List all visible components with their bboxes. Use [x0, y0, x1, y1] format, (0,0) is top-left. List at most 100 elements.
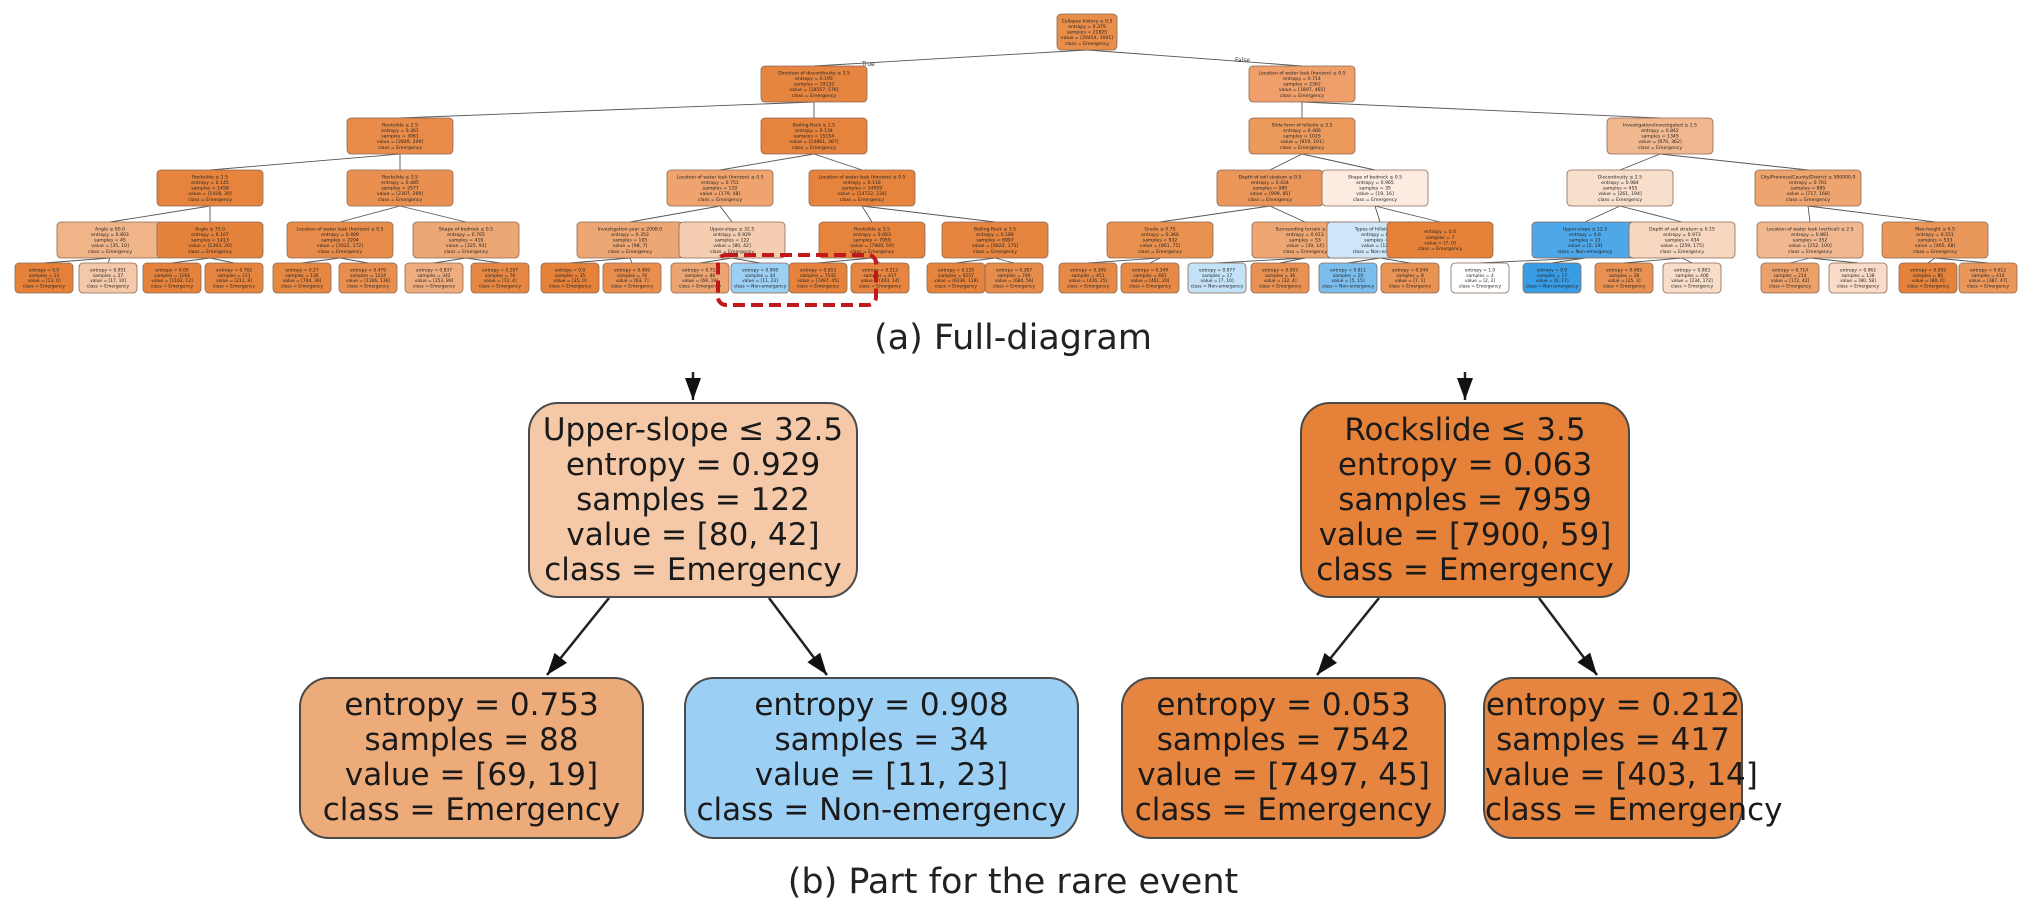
node-text-line: samples = 13 [29, 273, 60, 279]
node-text-line: class = Emergency [1769, 284, 1812, 290]
node-text-line: class = Emergency [1067, 284, 1110, 290]
node-text-line: class = Emergency [213, 284, 256, 290]
node-text-line: value = [63, 7] [615, 278, 648, 284]
node-text-line: samples = 76 [485, 273, 516, 279]
node-text-line: Upper-slope ≤ 12.5 [1563, 226, 1608, 232]
node-text-line: samples = 455 [1603, 186, 1638, 192]
tree-edge [399, 101, 815, 119]
tree-edge [1623, 257, 1683, 264]
zoom-node-line: samples = 34 [774, 722, 989, 758]
node-text-line: samples = 130 [285, 273, 318, 279]
node-text-line: value = [387, 47] [1969, 278, 2008, 284]
tree-edge [1374, 205, 1441, 223]
node-text-line: samples = 6997 [976, 238, 1014, 244]
zoom-node-line: samples = 417 [1496, 722, 1730, 758]
node-text-line: samples = 1413 [191, 238, 229, 244]
tree-edge [813, 49, 1088, 67]
tree-edge [719, 153, 815, 171]
node-text-line: samples = 7542 [800, 273, 836, 279]
node-text-line: samples = 105 [613, 238, 648, 244]
tree-edge [107, 257, 111, 264]
node-text-line: value = [14722, 234] [837, 191, 886, 197]
tree-edge [1809, 257, 1859, 264]
node-text-line: entropy = 0.09 [155, 267, 188, 273]
node-text-line: samples = 34 [745, 273, 776, 279]
tree-edge [1934, 257, 1989, 264]
node-text-line: class = Non-emergency [734, 284, 787, 290]
tree-edge [1279, 257, 1306, 264]
node-text-line: class = Emergency [1907, 284, 1950, 290]
node-text-line: entropy = 0.145 [191, 180, 229, 186]
node-text-line: class = Emergency [88, 249, 132, 255]
tree-edge [1269, 205, 1306, 223]
node-text-line: Angle ≤ 75.0 [195, 226, 225, 232]
tree-edge [629, 257, 633, 264]
tree-edge [629, 205, 721, 223]
tree-edge [301, 257, 341, 264]
node-text-line: value = [1393, 20] [188, 243, 232, 249]
node-text-line: samples = 35 [555, 273, 586, 279]
node-text-line: value = [6136, 119] [934, 278, 979, 284]
node-text-line: Location of water leak (horizon) ≤ 0.5 [1258, 70, 1345, 76]
node-text-line: class = Emergency [973, 249, 1017, 255]
zoom-arrowhead [1577, 652, 1597, 675]
tree-edge [1087, 257, 1161, 264]
tree-node: Location of water leak (vertical) ≤ 2.5e… [1756, 221, 1864, 259]
node-text-line: Discontinuity ≤ 2.5 [1598, 174, 1642, 180]
tree-edge [399, 205, 467, 223]
node-text-line: samples = 533 [1918, 238, 1953, 244]
node-text-line: class = Emergency [281, 284, 324, 290]
tree-edge [1149, 257, 1161, 264]
node-text-line: Investigation year ≤ 2008.0 [598, 226, 662, 232]
node-text-line: Shape of bedrock ≤ 0.5 [439, 226, 493, 232]
node-text-line: class = Emergency [1660, 249, 1704, 255]
node-text-line: entropy = 0.361 [381, 128, 419, 134]
node-text-line: entropy = 0.0 [29, 267, 60, 273]
tree-node: Location of water leak (horizon) ≤ 0.5en… [808, 169, 916, 207]
zoom-node-line: class = Emergency [322, 792, 621, 828]
node-text-line: samples = 481 [1133, 273, 1166, 279]
node-text-line: value = [976, 362] [1638, 139, 1682, 145]
tree-edge [1479, 257, 1586, 264]
node-text-line: value = [461, 20] [1131, 278, 1170, 284]
node-text-line: value = [717, 168] [1786, 191, 1830, 197]
node-text-line: samples = 417 [863, 273, 896, 279]
zoom-node-line: value = [403, 14] [1485, 757, 1758, 793]
node-text-line: class = Emergency [1280, 145, 1324, 151]
node-text-line: samples = 35 [1359, 186, 1391, 192]
node-text-line: Boiling Rock ≤ 3.5 [974, 226, 1016, 232]
tree-edge [209, 257, 235, 264]
node-text-line: entropy = 0.095 [1910, 267, 1946, 273]
node-text-line: samples = 17 [1537, 273, 1568, 279]
node-text-line: class = Emergency [859, 284, 902, 290]
node-text-line: value = [861, 71] [1140, 243, 1181, 249]
tree-edge [1789, 257, 1811, 264]
node-text-line: value = [11, 23] [742, 278, 778, 284]
node-text-line: samples = 45 [94, 238, 126, 244]
node-text-line: class = Emergency [840, 197, 884, 203]
node-text-line: Depth of soil stratum ≤ 0.15 [1649, 226, 1715, 232]
node-text-line: samples = 1164 [154, 273, 190, 279]
node-text-line: class = Emergency [378, 197, 422, 203]
node-text-line: Angle ≤ 60.0 [95, 226, 125, 232]
node-text-line: value = [72, 4] [483, 278, 516, 284]
node-text-line: Investigation/investigated ≤ 1.5 [1623, 122, 1697, 128]
caption-full-diagram: (a) Full-diagram [874, 318, 1152, 358]
